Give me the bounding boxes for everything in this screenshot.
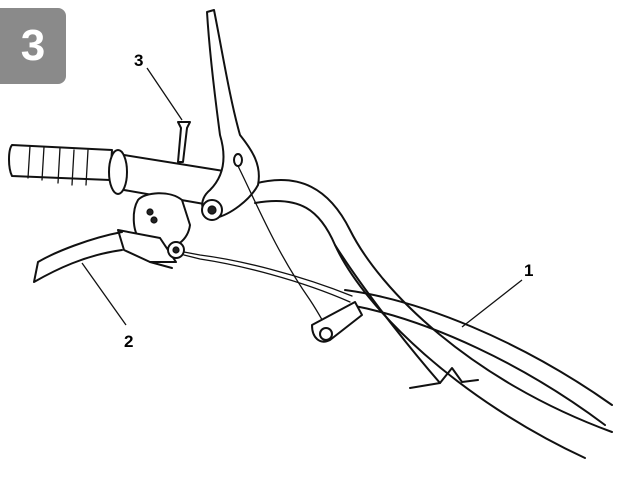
handlebar-grip — [8, 144, 231, 206]
upper-lever — [201, 9, 260, 221]
lever-clamp — [117, 192, 191, 269]
lower-lever — [33, 231, 123, 283]
step-number: 3 — [20, 21, 46, 70]
control-cable — [183, 165, 363, 343]
callout-2-leader — [81, 262, 127, 326]
callout-3-label: 3 — [134, 51, 143, 70]
callout-1-leader — [461, 279, 523, 328]
pin-part — [177, 121, 191, 163]
callout-1-label: 1 — [524, 261, 533, 280]
callout-3-leader — [146, 67, 183, 121]
callout-2-label: 2 — [124, 332, 133, 351]
step-number-badge: 3 — [0, 8, 66, 84]
handlebar-tube — [249, 179, 613, 459]
